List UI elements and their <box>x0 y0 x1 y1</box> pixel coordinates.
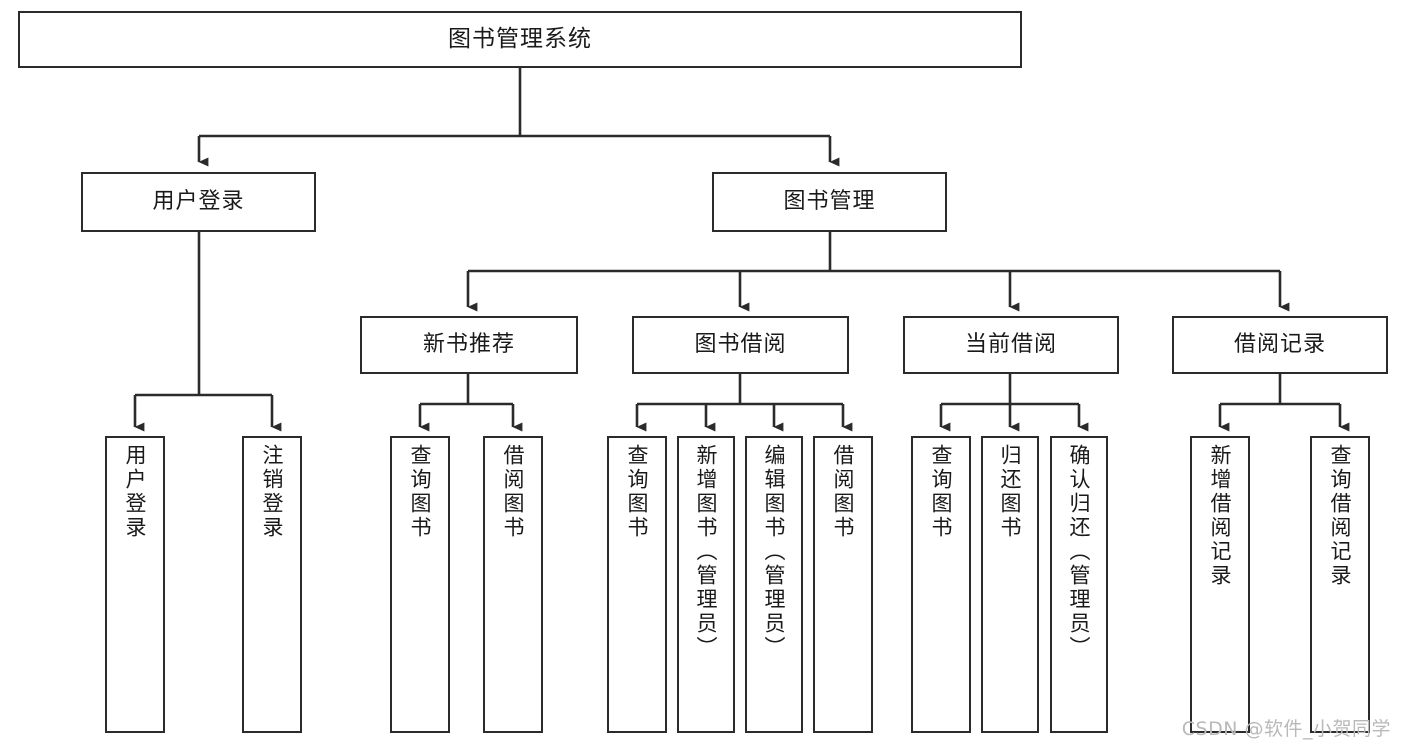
node-label: 用户登录 <box>152 188 245 214</box>
leaf-current-borrow-query-book[interactable]: 查询图书 <box>911 436 971 733</box>
node-user-login[interactable]: 用户登录 <box>81 172 316 232</box>
leaf-book-borrow-query-book[interactable]: 查询图书 <box>607 436 667 733</box>
leaf-new-book-query-book[interactable]: 查询图书 <box>390 436 450 733</box>
node-label: 新增借阅记录 <box>1208 444 1233 588</box>
node-label: 查询图书 <box>929 444 954 540</box>
node-label: 图书管理系统 <box>448 25 592 52</box>
node-label: 确认归还（管理员） <box>1067 444 1092 660</box>
node-label: 注销登录 <box>260 444 285 540</box>
node-label: 新书推荐 <box>422 331 515 357</box>
node-label: 编辑图书（管理员） <box>762 444 787 660</box>
node-label: 借阅图书 <box>501 444 526 540</box>
leaf-user-login-login[interactable]: 用户登录 <box>105 436 165 733</box>
node-label: 借阅图书 <box>831 444 856 540</box>
node-label: 查询图书 <box>625 444 650 540</box>
node-label: 图书管理 <box>783 188 876 214</box>
leaf-current-borrow-return-book[interactable]: 归还图书 <box>981 436 1039 733</box>
node-book-borrow[interactable]: 图书借阅 <box>632 316 849 374</box>
node-new-book-recommend[interactable]: 新书推荐 <box>360 316 578 374</box>
node-book-management[interactable]: 图书管理 <box>712 172 947 232</box>
node-label: 当前借阅 <box>964 331 1057 357</box>
node-label: 查询借阅记录 <box>1328 444 1353 588</box>
node-label: 图书借阅 <box>694 331 787 357</box>
leaf-user-login-logout[interactable]: 注销登录 <box>242 436 302 733</box>
node-label: 查询图书 <box>408 444 433 540</box>
leaf-borrow-record-query-record[interactable]: 查询借阅记录 <box>1310 436 1370 733</box>
leaf-book-borrow-add-book-admin[interactable]: 新增图书（管理员） <box>677 436 735 733</box>
leaf-current-borrow-confirm-return-admin[interactable]: 确认归还（管理员） <box>1050 436 1108 733</box>
node-label: 用户登录 <box>123 444 148 540</box>
node-label: 归还图书 <box>998 444 1023 540</box>
node-root-book-management-system[interactable]: 图书管理系统 <box>18 11 1022 68</box>
leaf-new-book-borrow-book[interactable]: 借阅图书 <box>483 436 543 733</box>
leaf-book-borrow-borrow-book[interactable]: 借阅图书 <box>813 436 873 733</box>
node-label: 借阅记录 <box>1233 331 1326 357</box>
node-borrow-record[interactable]: 借阅记录 <box>1172 316 1388 374</box>
leaf-book-borrow-edit-book-admin[interactable]: 编辑图书（管理员） <box>745 436 803 733</box>
node-label: 新增图书（管理员） <box>694 444 719 660</box>
watermark-csdn: CSDN @软件_小贺同学 <box>1181 718 1391 740</box>
leaf-borrow-record-add-record[interactable]: 新增借阅记录 <box>1190 436 1250 733</box>
node-current-borrow[interactable]: 当前借阅 <box>903 316 1119 374</box>
